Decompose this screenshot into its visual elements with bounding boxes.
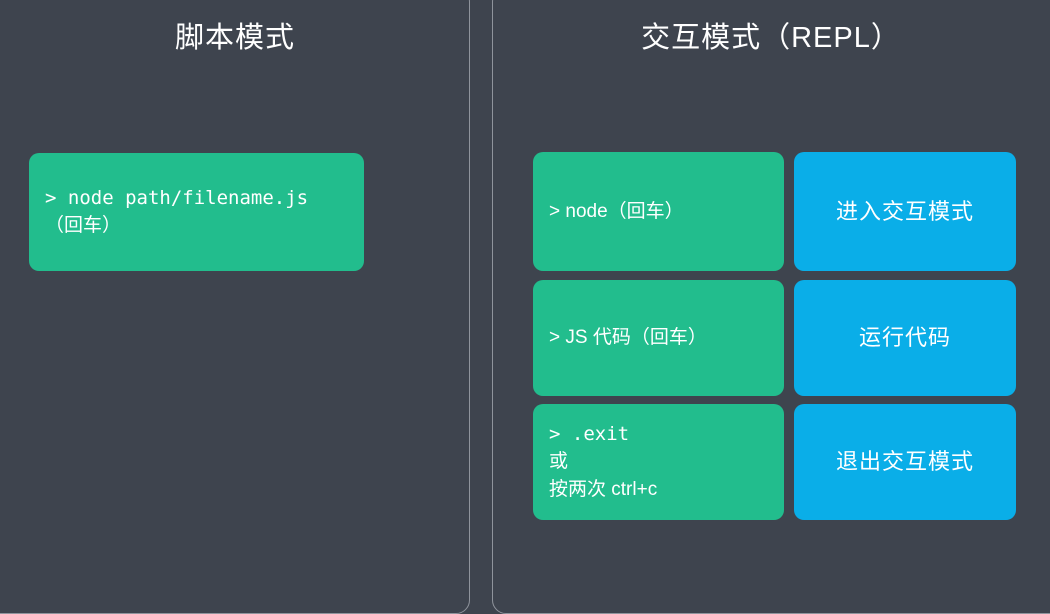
panel-left-title: 脚本模式 bbox=[174, 22, 295, 54]
script-command-box: > node path/filename.js （回车） bbox=[29, 153, 364, 271]
repl-command-box-exit: > .exit 或 按两次 ctrl+c bbox=[533, 404, 784, 520]
repl-result-box-run: 运行代码 bbox=[794, 280, 1016, 396]
repl-command-exit-line-1: > .exit bbox=[549, 423, 630, 445]
repl-result-box-exit: 退出交互模式 bbox=[794, 404, 1016, 520]
panel-script-mode: 脚本模式 > node path/filename.js （回车） bbox=[0, 0, 470, 614]
repl-result-run-label: 运行代码 bbox=[858, 325, 951, 350]
repl-command-box-code: > JS 代码（回车） bbox=[533, 280, 784, 396]
panel-repl-mode: 交互模式（REPL） > node（回车） 进入交互模式 > JS 代码（回车）… bbox=[492, 0, 1050, 614]
repl-command-exit-line-3: 按两次 ctrl+c bbox=[549, 479, 658, 500]
panel-left-border bbox=[0, 0, 470, 614]
repl-result-enter-label: 进入交互模式 bbox=[835, 198, 974, 224]
repl-command-exit-line-2: 或 bbox=[549, 451, 569, 472]
repl-result-exit-label: 退出交互模式 bbox=[835, 449, 974, 474]
script-command-line-1: > node path/filename.js bbox=[45, 187, 309, 209]
repl-command-start-line-1: > node（回车） bbox=[549, 200, 684, 222]
repl-command-code-line-1: > JS 代码（回车） bbox=[549, 327, 707, 348]
repl-result-box-enter: 进入交互模式 bbox=[794, 152, 1016, 271]
repl-command-box-start: > node（回车） bbox=[533, 152, 784, 271]
panel-right-title: 交互模式（REPL） bbox=[641, 22, 901, 54]
script-command-line-2: （回车） bbox=[45, 215, 122, 236]
